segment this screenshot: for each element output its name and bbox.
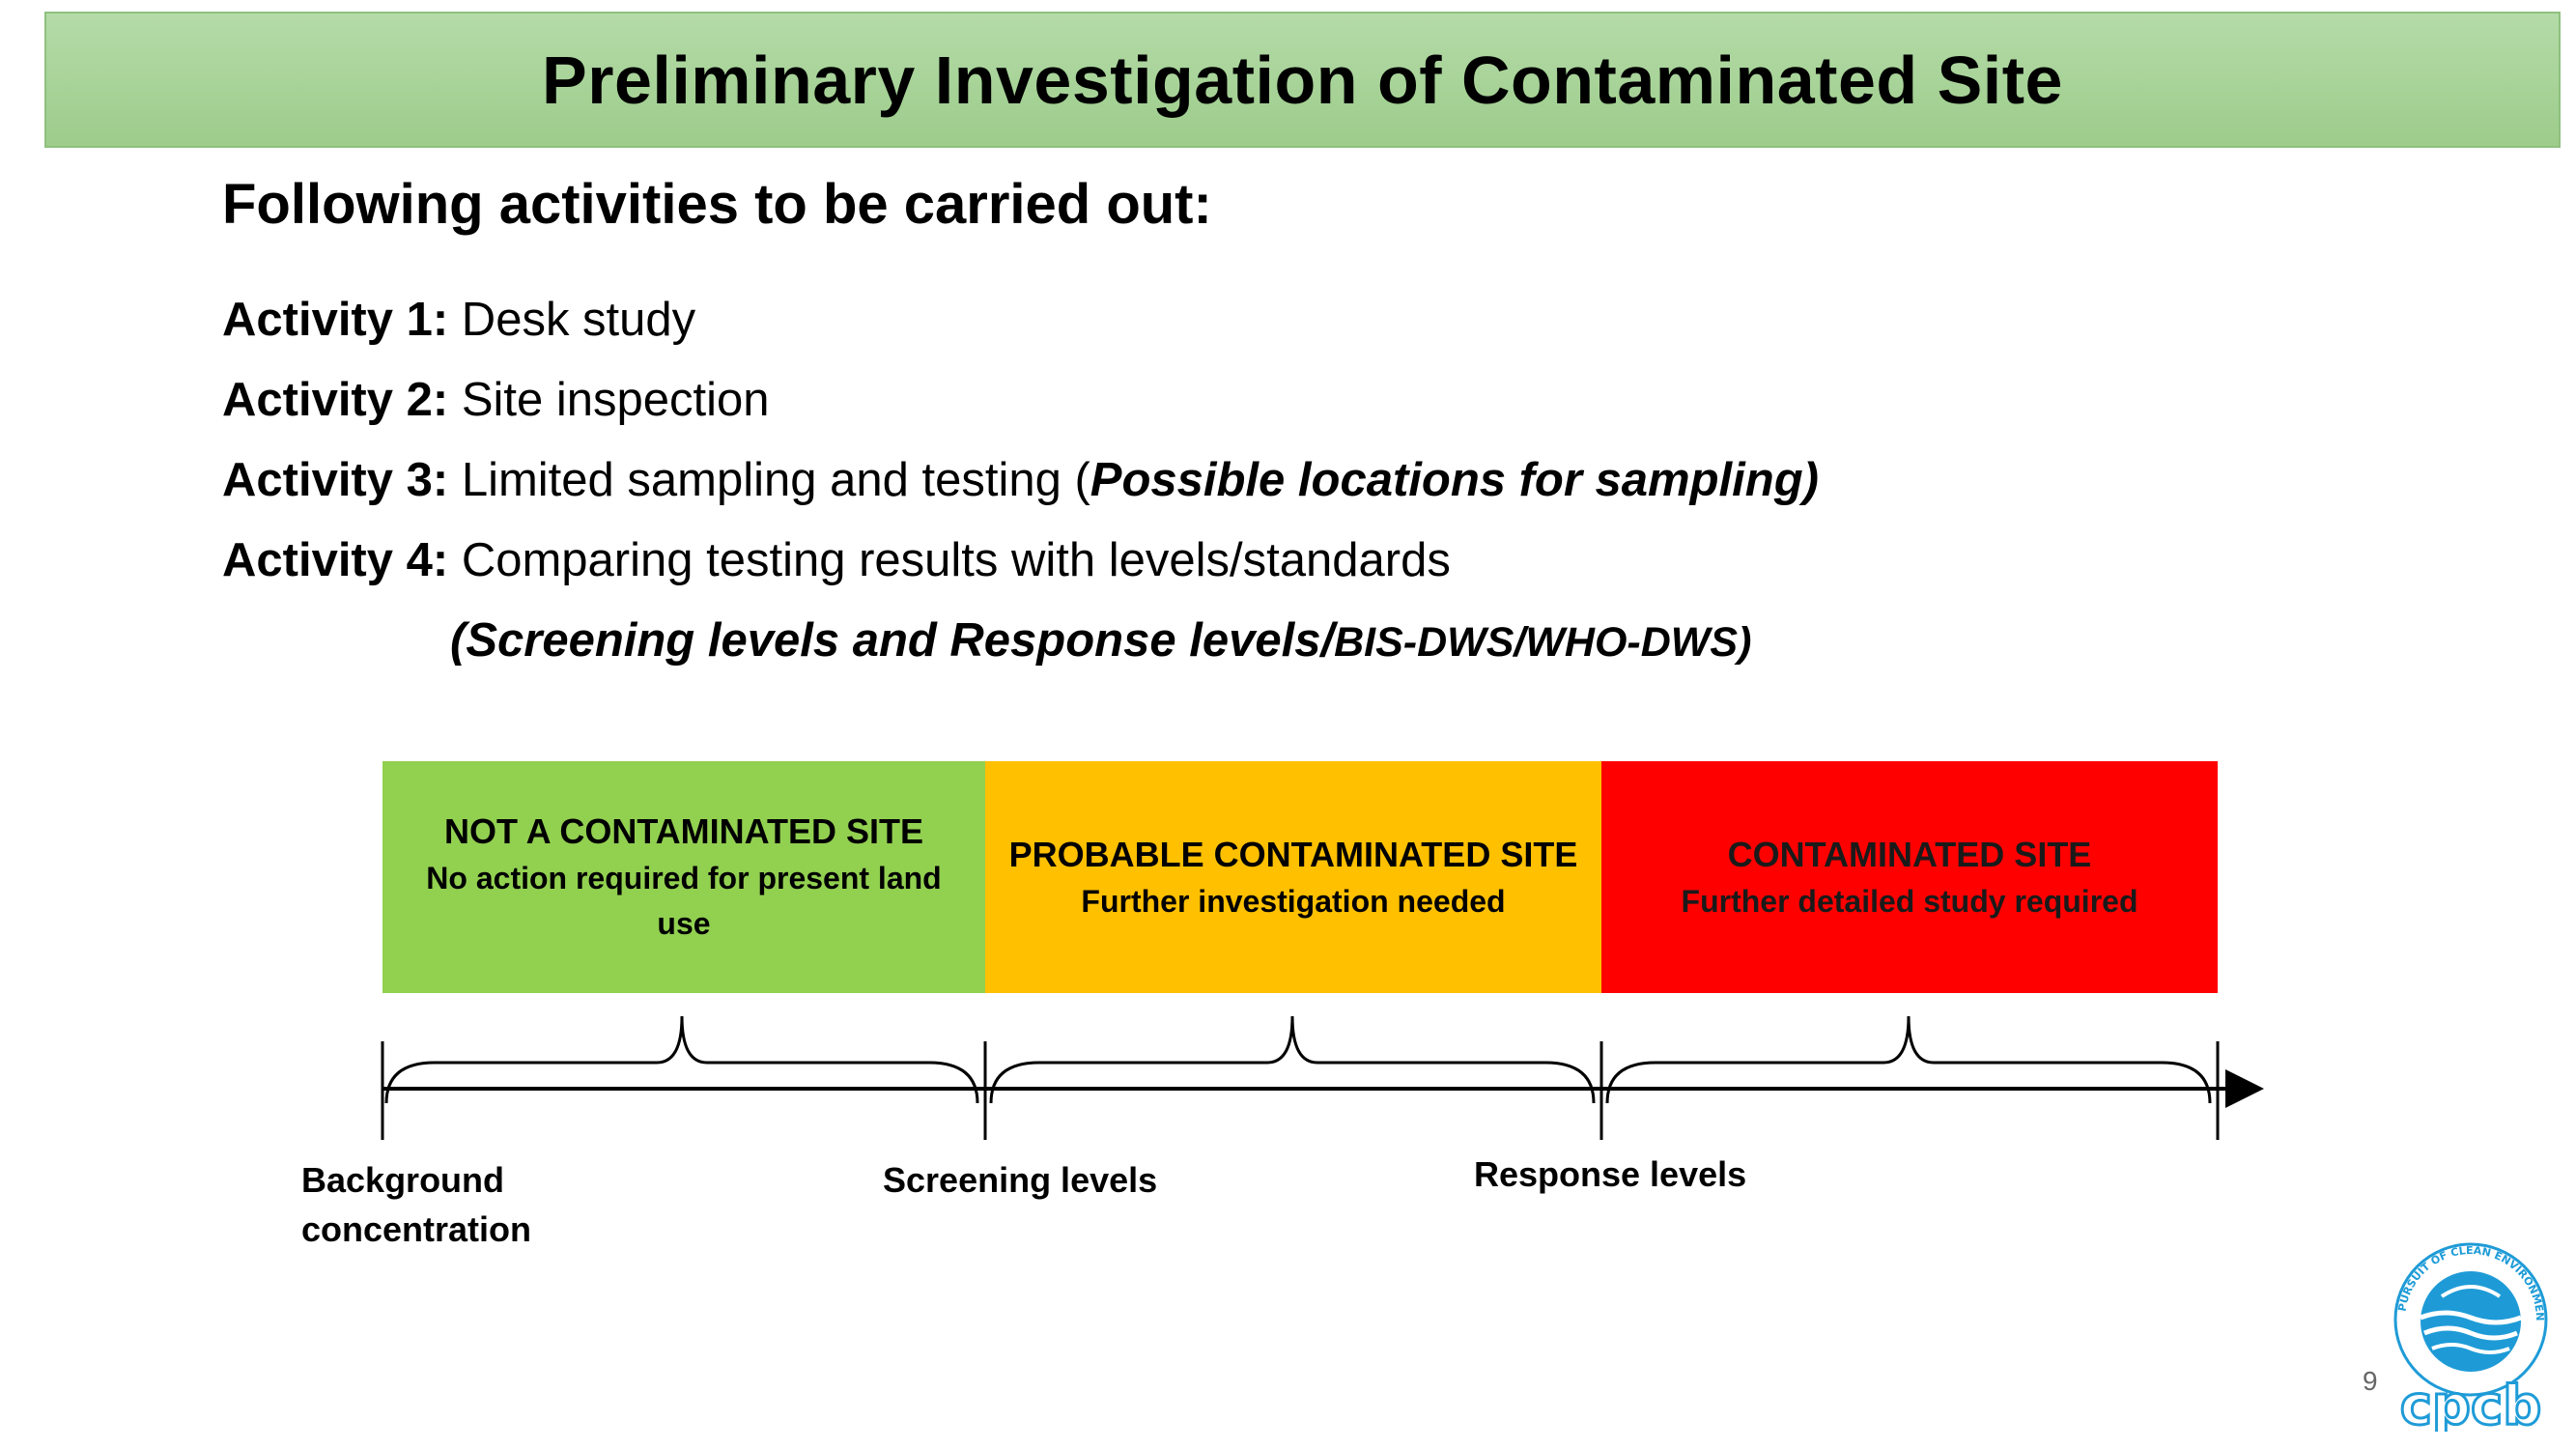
brace-probable-contaminated xyxy=(989,1015,1596,1104)
levels-note: (Screening levels and Response levels/BI… xyxy=(222,603,2347,683)
label-screening-levels: Screening levels xyxy=(883,1160,1158,1200)
levels-note-main: (Screening levels and Response levels/ xyxy=(450,614,1335,667)
levels-note-standards: BIS-DWS/WHO-DWS) xyxy=(1334,619,1752,666)
activity-text: Comparing testing results with levels/st… xyxy=(461,534,1451,586)
activity-text: Limited sampling and testing ( xyxy=(461,454,1090,506)
page-number: 9 xyxy=(2363,1366,2378,1396)
logo-wordmark: cpcb xyxy=(2400,1375,2542,1432)
label-background-concentration: Background concentration xyxy=(301,1155,531,1254)
title-bar: Preliminary Investigation of Contaminate… xyxy=(44,12,2561,148)
label-response-levels: Response levels xyxy=(1474,1154,1747,1194)
activity-text: Desk study xyxy=(448,294,696,346)
brace-not-contaminated xyxy=(384,1015,979,1104)
band-detail: Further investigation needed xyxy=(1081,883,1506,919)
activity-text: Site inspection xyxy=(461,374,770,426)
band-heading: PROBABLE CONTAMINATED SITE xyxy=(1008,834,1578,874)
label-line: Background xyxy=(301,1160,505,1200)
band-detail: Further detailed study required xyxy=(1681,883,2138,919)
cpcb-logo-icon: IN PURSUIT OF CLEAN ENVIRONMENT cpcb xyxy=(2384,1236,2548,1432)
activity-2: Activity 2: Site inspection xyxy=(222,362,2347,442)
band-probable-contaminated: PROBABLE CONTAMINATED SITE Further inves… xyxy=(985,761,1601,993)
activity-4: Activity 4: Comparing testing results wi… xyxy=(222,523,2347,603)
brace-contaminated xyxy=(1605,1015,2212,1104)
activity-label: Activity 1: xyxy=(222,294,449,346)
label-line: concentration xyxy=(301,1209,532,1249)
band-heading: CONTAMINATED SITE xyxy=(1727,834,2092,874)
slide-title: Preliminary Investigation of Contaminate… xyxy=(542,42,2063,118)
activity-label: Activity 3: xyxy=(222,454,449,506)
activity-1: Activity 1: Desk study xyxy=(222,282,2347,362)
activity-3: Activity 3: Limited sampling and testing… xyxy=(222,442,2347,523)
activity-list: Activity 1: Desk study Activity 2: Site … xyxy=(222,282,2347,683)
activity-label: Activity 4: xyxy=(222,534,449,586)
band-not-contaminated: NOT A CONTAMINATED SITE No action requir… xyxy=(382,761,985,993)
subtitle: Following activities to be carried out: xyxy=(222,173,1212,236)
band-heading: NOT A CONTAMINATED SITE xyxy=(444,811,923,851)
activity-label: Activity 2: xyxy=(222,374,449,426)
activity-emphasis: Possible locations for sampling) xyxy=(1090,454,1819,506)
band-contaminated: CONTAMINATED SITE Further detailed study… xyxy=(1601,761,2218,993)
band-detail: No action required for present land use xyxy=(426,861,942,941)
